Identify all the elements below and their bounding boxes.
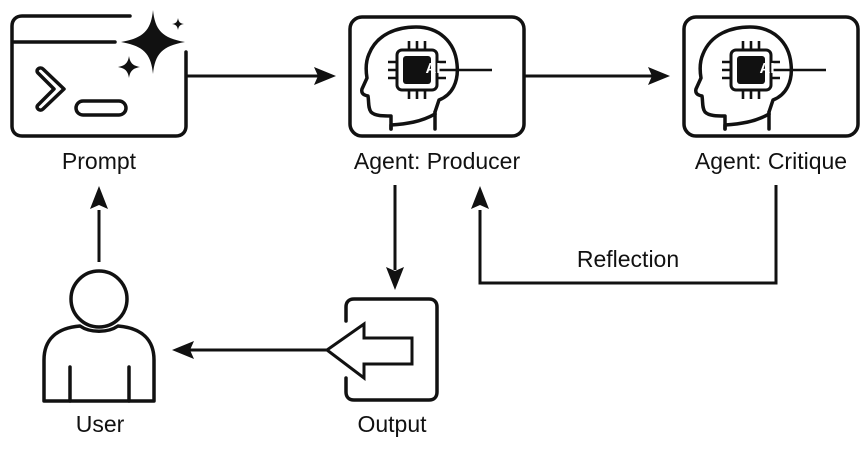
edge-producer-to-critique	[524, 67, 670, 85]
output-node[interactable]	[324, 297, 439, 402]
edge-critique-to-producer-reflection	[471, 185, 778, 285]
edge-output-to-user	[172, 341, 327, 359]
prompt-node[interactable]	[10, 10, 188, 138]
critique-frame	[682, 15, 860, 138]
reflection-edge-label: Reflection	[576, 246, 680, 272]
critique-node[interactable]	[682, 15, 860, 138]
user-node[interactable]	[42, 269, 156, 403]
output-label: Output	[357, 411, 427, 437]
edge-user-to-prompt	[90, 186, 108, 262]
prompt-label: Prompt	[61, 148, 137, 174]
ai-head-icon	[694, 25, 828, 131]
edge-producer-to-output	[386, 185, 404, 290]
output-arrow-icon	[324, 297, 439, 402]
user-label: User	[75, 411, 125, 437]
user-icon	[42, 269, 156, 403]
producer-chip-text: AI	[425, 60, 441, 77]
ai-head-icon	[360, 25, 494, 131]
critique-label: Agent: Critique	[694, 148, 848, 174]
producer-label: Agent: Producer	[353, 148, 521, 174]
critique-chip-text: AI	[759, 60, 775, 77]
terminal-sparkle-icon	[10, 10, 188, 138]
edge-prompt-to-producer	[186, 67, 336, 85]
